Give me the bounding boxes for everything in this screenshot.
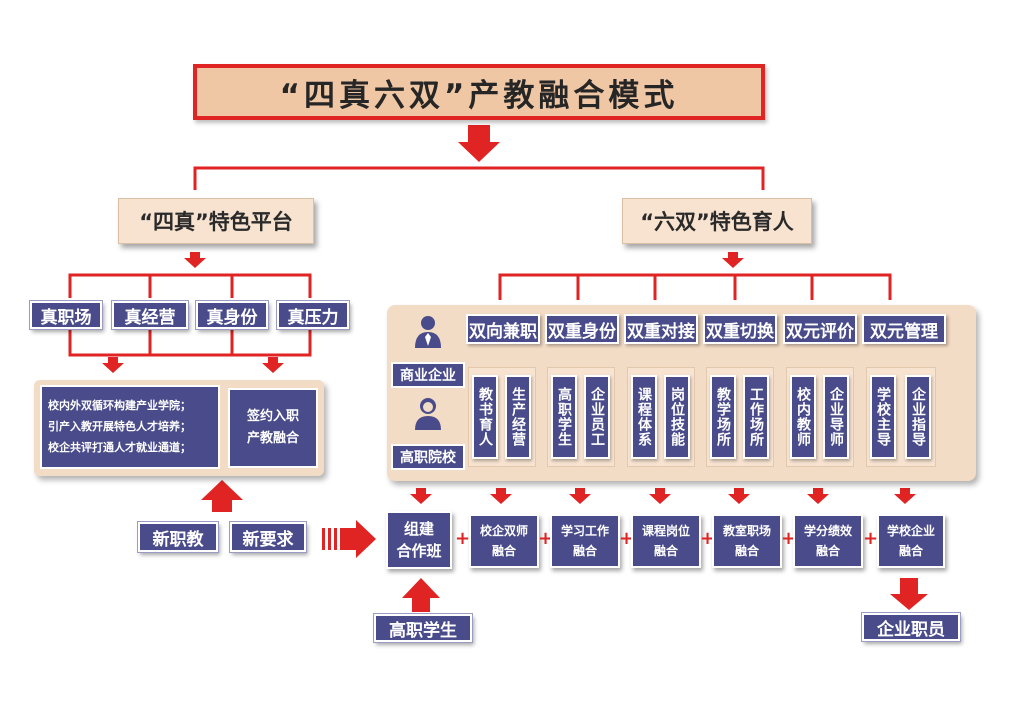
enterprise-employee: 企业职员	[861, 612, 961, 642]
header-dual-management: 双元管理	[862, 314, 946, 344]
cell-teaching: 教书育人	[472, 375, 498, 459]
cell-school-teacher: 校内教师	[790, 375, 816, 459]
fusion-line: 融合	[815, 544, 840, 558]
plus-sign: +	[538, 528, 554, 549]
cell-student: 高职学生	[551, 375, 577, 459]
fusion-line: 学分绩效	[803, 524, 852, 538]
fusion-classroom-workplace: 教室职场 融合	[712, 514, 782, 568]
new-vocational-education: 新职教	[137, 521, 219, 553]
fusion-course-position: 课程岗位 融合	[631, 514, 701, 568]
fusion-study-work: 学习工作 融合	[550, 514, 620, 568]
fusion-line: 学校企业	[886, 524, 935, 538]
fusion-line: 校企双师	[479, 524, 528, 538]
description-line: 校企共评打通人才就业通道；	[48, 441, 191, 454]
fusion-school-enterprise: 学校企业 融合	[877, 514, 945, 568]
role-business-enterprise: 商业企业	[391, 362, 465, 388]
plus-sign: +	[619, 528, 635, 549]
plus-sign: +	[781, 528, 797, 549]
six-double-heading: “六双”特色育人	[622, 198, 812, 244]
plus-sign: +	[455, 528, 471, 549]
person-icon	[413, 314, 443, 352]
cell-enterprise-guidance: 企业指导	[905, 375, 931, 459]
description-line: 校内外双循环构建产业学院；	[48, 399, 191, 412]
plus-sign: +	[700, 528, 716, 549]
item-real-identity: 真身份	[195, 300, 269, 330]
new-requirements: 新要求	[229, 521, 307, 553]
cell-teaching-venue: 教学场所	[710, 375, 736, 459]
platform-description: 校内外双循环构建产业学院； 引产入教开展特色人才培养； 校企共评打通人才就业通道…	[40, 385, 220, 469]
fusion-line: 教室职场	[722, 524, 771, 538]
fusion-line: 融合	[734, 544, 759, 558]
fusion-line: 融合	[491, 544, 516, 558]
plus-sign: +	[863, 528, 879, 549]
header-dual-identity: 双重身份	[545, 314, 619, 344]
item-real-workplace: 真职场	[29, 300, 103, 330]
cell-production: 生产经营	[505, 375, 531, 459]
fusion-line: 学习工作	[560, 524, 609, 538]
start-line: 合作班	[396, 542, 442, 560]
header-dual-switching: 双重切换	[703, 314, 777, 344]
cell-work-venue: 工作场所	[743, 375, 769, 459]
role-vocational-college: 高职院校	[391, 444, 465, 470]
fusion-dual-teachers: 校企双师 融合	[469, 514, 539, 568]
fusion-line: 融合	[898, 544, 923, 558]
form-cooperative-class: 组建 合作班	[386, 511, 452, 569]
sign-employment-box: 签约入职 产教融合	[228, 388, 318, 468]
start-line: 组建	[403, 520, 434, 538]
fusion-line: 融合	[572, 544, 597, 558]
cell-school-led: 学校主导	[870, 375, 896, 459]
vocational-student: 高职学生	[373, 613, 473, 643]
four-real-heading: “四真”特色平台	[118, 198, 314, 244]
sign-line: 产教融合	[246, 431, 299, 446]
header-dual-docking: 双重对接	[624, 314, 698, 344]
description-line: 引产入教开展特色人才培养；	[48, 420, 191, 433]
fusion-line: 融合	[653, 544, 678, 558]
sign-line: 签约入职	[246, 409, 299, 424]
student-icon	[413, 396, 443, 434]
cell-enterprise-mentor: 企业导师	[823, 375, 849, 459]
header-dual-evaluation: 双元评价	[783, 314, 857, 344]
fusion-line: 课程岗位	[641, 524, 690, 538]
cell-job-skills: 岗位技能	[664, 375, 690, 459]
fusion-credit-performance: 学分绩效 融合	[793, 514, 863, 568]
header-two-way-part-time: 双向兼职	[466, 314, 540, 344]
model-title: “四真六双”产教融合模式	[193, 64, 765, 120]
item-real-operation: 真经营	[111, 300, 189, 330]
item-real-pressure: 真压力	[276, 300, 350, 330]
cell-employee: 企业员工	[584, 375, 610, 459]
cell-curriculum: 课程体系	[631, 375, 657, 459]
